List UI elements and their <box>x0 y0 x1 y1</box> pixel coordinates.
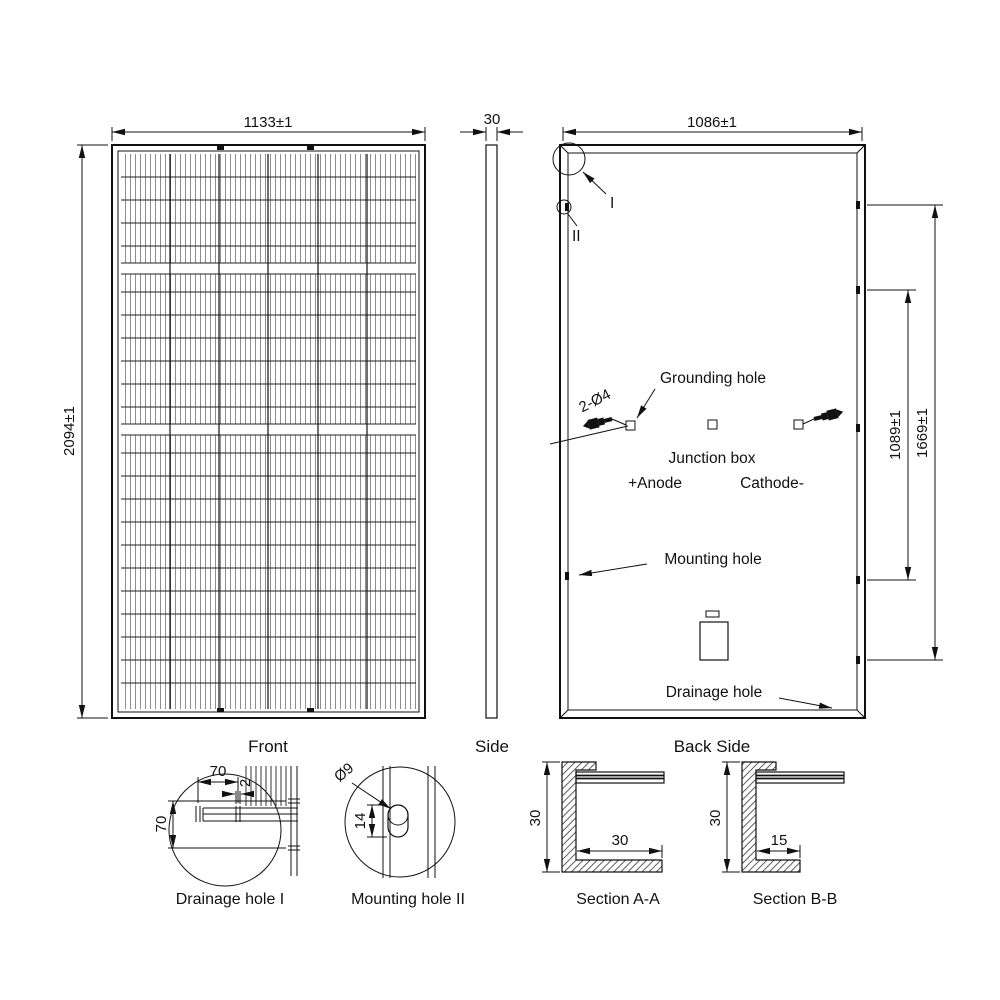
hole-callout-leader <box>549 425 629 445</box>
junction-box <box>699 621 729 661</box>
section-aa-label: Section A-A <box>576 891 660 908</box>
section-bb: 30 15 Section B-B <box>707 761 845 908</box>
bb-height-dimension: 30 <box>707 810 724 827</box>
cathode-wire <box>802 418 815 425</box>
detail-drainage-hole: 70 2 70 Drainage hole I <box>153 763 300 908</box>
cathode-terminal-mark <box>793 419 804 430</box>
mounting-hole-circle <box>387 804 409 826</box>
anode-connector-icon <box>582 417 613 430</box>
hole-diameter-dimension: Ø9 <box>331 760 357 786</box>
side-view-label: Side <box>475 737 509 756</box>
frame-profile-aa <box>561 761 663 873</box>
laminate-bb <box>755 771 845 784</box>
junction-box-gland <box>705 610 720 618</box>
anode-wire <box>611 418 627 426</box>
drainage-slot-marks <box>195 798 300 851</box>
slot-length-extension-lines <box>367 804 387 838</box>
edge-spacing-dimension: 70 <box>153 816 170 833</box>
slot-length-dimension: 14 <box>352 813 369 830</box>
back-outer-frame <box>559 144 866 719</box>
mounting-hole-label: Mounting hole <box>664 551 761 568</box>
slot-spacing-extension-lines <box>197 777 239 803</box>
side-thickness-dimension: 30 <box>484 111 501 128</box>
back-right-extension-lines <box>867 204 943 661</box>
detail-ii-label: II <box>572 228 581 245</box>
grounding-hole-label: Grounding hole <box>660 370 766 387</box>
detail-ii-leader <box>567 213 578 227</box>
slot-spacing-dimension: 70 <box>210 763 227 780</box>
mounting-detail-label: Mounting hole II <box>351 891 465 908</box>
front-view-label: Front <box>248 737 288 756</box>
laminate-layers-bb <box>756 774 844 780</box>
hole-callout-label: 2-Ø4 <box>576 386 613 416</box>
drainage-detail-circle <box>168 773 282 887</box>
detail-i-label: I <box>610 195 614 212</box>
edge-spacing-extension-lines <box>168 800 286 849</box>
section-aa: 30 30 Section A-A <box>527 761 665 908</box>
cell-edge-texture <box>245 766 287 806</box>
aa-height-dimension: 30 <box>527 810 544 827</box>
side-view: 30 Side <box>460 111 523 756</box>
cathode-label: Cathode- <box>740 475 804 492</box>
mounting-hole-leader <box>578 563 648 577</box>
front-inner-frame <box>117 150 420 713</box>
frame-profile-lines <box>382 766 436 878</box>
bb-height-extension-lines <box>722 761 740 873</box>
cathode-connector-icon <box>813 408 844 421</box>
hole-span-dimension: 1669±1 <box>914 408 931 458</box>
detail-i-leader <box>582 171 607 195</box>
grounding-hole-leader <box>636 388 656 419</box>
drainage-detail-label: Drainage hole I <box>176 891 285 908</box>
frame-mitre-corners <box>559 144 866 719</box>
panel-side-edge-lines <box>290 766 298 876</box>
mount-span-dimension: 1089±1 <box>887 410 904 460</box>
drainage-hole-leader <box>778 697 833 709</box>
side-outline <box>485 144 498 719</box>
bb-flange-dimension: 15 <box>771 832 788 849</box>
frame-edge-lines <box>202 807 298 822</box>
frame-profile-bb <box>741 761 801 873</box>
laminate-aa <box>575 771 665 784</box>
anode-label: +Anode <box>628 475 682 492</box>
front-width-dimension: 1133±1 <box>244 114 293 131</box>
front-view: 1133±1 2094±1 Front <box>61 114 426 756</box>
aa-flange-dimension: 30 <box>612 832 629 849</box>
detail-mounting-hole: Ø9 14 Mounting hole II <box>331 760 465 908</box>
slot-width-dimension: 2 <box>237 779 254 787</box>
junction-box-label: Junction box <box>668 450 755 467</box>
detail-circle-i <box>552 142 586 176</box>
frame-hole-marks <box>565 201 860 664</box>
back-inner-frame <box>567 152 858 711</box>
section-bb-label: Section B-B <box>753 891 837 908</box>
back-width-dimension: 1086±1 <box>687 114 737 131</box>
front-outer-frame <box>111 144 426 719</box>
mounting-detail-circle <box>344 766 456 878</box>
drainage-hole-label: Drainage hole <box>666 684 763 701</box>
anode-terminal-mark <box>625 420 636 431</box>
back-view-label: Back Side <box>674 737 751 756</box>
front-height-dimension: 2094±1 <box>61 406 78 456</box>
detail-circle-ii <box>556 199 572 215</box>
back-view: I II 1086±1 1089±1 1669±1 Grounding hole… <box>549 114 943 756</box>
cell-column-lines <box>169 154 368 709</box>
mounting-slot <box>387 804 409 838</box>
side-extension-lines <box>485 127 498 141</box>
laminate-layers-aa <box>576 774 664 780</box>
aa-height-extension-lines <box>542 761 560 873</box>
slot-width-extension-lines <box>235 791 241 804</box>
grounding-hole-mark <box>707 419 718 430</box>
